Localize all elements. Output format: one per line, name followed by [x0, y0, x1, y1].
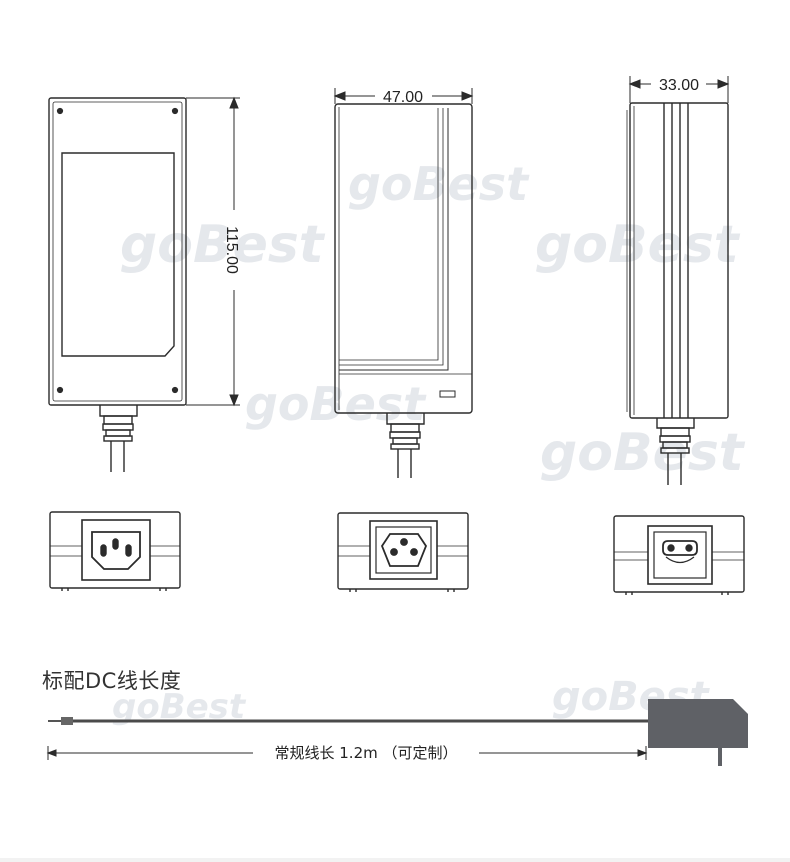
screw-icon [171, 386, 179, 394]
watermark-layer: goBest goBest goBest goBest goBest goBes… [112, 157, 746, 727]
strain-relief [99, 405, 138, 417]
front-body-inner [52, 101, 183, 402]
watermark: goBest [535, 215, 741, 275]
inlet-view-c14 [49, 511, 181, 591]
screw-icon [56, 386, 64, 394]
c8-socket-icon [662, 540, 698, 556]
footer-divider [0, 858, 790, 862]
edge-body-outer [629, 102, 729, 419]
cable-section-title: 标配DC线长度 [42, 669, 182, 693]
dc-cable [48, 699, 748, 766]
cable-length-label: 常规线长 1.2m （可定制） [253, 742, 479, 763]
adapter-plug-icon [648, 699, 748, 748]
watermark: goBest [348, 157, 530, 211]
watermark: goBest [245, 377, 427, 431]
side-face-edge [339, 108, 449, 371]
inlet-view-c6 [337, 512, 469, 592]
height-dimension [186, 96, 240, 407]
inlet-view-c8 [613, 515, 745, 595]
screw-icon [56, 107, 64, 115]
dc-plug-tip [61, 717, 73, 725]
front-view [48, 97, 187, 472]
width-dimension [333, 88, 474, 104]
watermark: goBest [540, 423, 746, 483]
height-dimension-label: 115.00 [223, 226, 240, 274]
c6-socket-icon [380, 533, 428, 567]
depth-dimension [628, 76, 730, 103]
c14-socket-icon [91, 531, 141, 570]
led-indicator [439, 390, 456, 398]
side-view [334, 103, 473, 478]
depth-dimension-label: 33.00 [659, 77, 699, 94]
front-body-outer [48, 97, 187, 406]
width-dimension-label: 47.00 [383, 89, 423, 106]
side-body-outer [334, 103, 473, 414]
watermark: goBest [120, 215, 326, 275]
edge-view [626, 102, 729, 485]
front-label-panel [61, 152, 175, 357]
screw-icon [171, 107, 179, 115]
